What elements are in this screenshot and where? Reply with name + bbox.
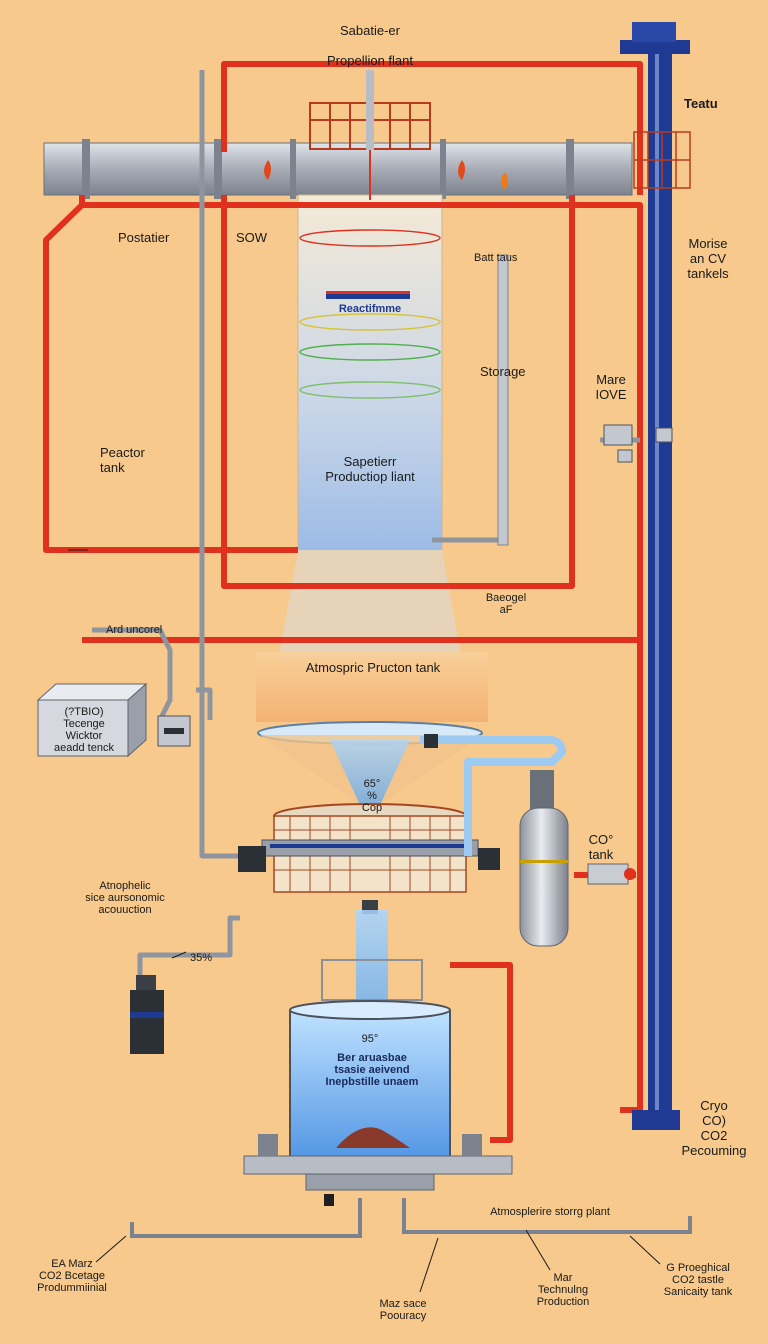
flame-icon [264, 160, 508, 190]
label-batt-taus: Batt taus [474, 252, 518, 264]
label-ea-mare: EA Marz CO2 Bcetage Prodummiinial [37, 1258, 107, 1294]
label-mare-iove: Mare IOVE [595, 372, 627, 402]
label-pct-95: 95° [361, 1033, 379, 1045]
tower-cone [278, 550, 462, 660]
label-water-text: Ber aruasbae tsasie aeivend Inepbstille … [325, 1052, 419, 1088]
label-pct-65: 65° % [363, 778, 381, 802]
reactor-tower [297, 194, 443, 551]
diagram-title: Sabatie-er Propellion flant [280, 8, 460, 68]
valve-top [424, 734, 438, 748]
label-cryo: Cryo CO) CO2 Pecouming [681, 1098, 747, 1158]
label-mar-technology: Mar Technulng Production [536, 1272, 590, 1308]
label-baeogel: Baeogel aF [485, 592, 527, 616]
pump-left [238, 846, 266, 872]
pump-right [478, 848, 500, 870]
title-line-2: Propellion flant [327, 53, 413, 68]
cold-pipe-network [620, 22, 690, 1130]
label-morise-tankels: Morise an CV tankels [687, 236, 729, 281]
label-peactor-tank: Peactor tank [100, 445, 145, 475]
label-storage: Storage [480, 364, 526, 379]
co2-tank [519, 770, 636, 947]
label-atmospheric-acquisition: Atnophelic sice aursonomic acouuction [85, 880, 165, 916]
label-tank-box: (?TBIO) Tecenge Wicktor aeadd tenck [54, 706, 114, 754]
leader-lines [68, 549, 661, 1293]
label-reaction-plate: Reactifmme [338, 303, 402, 315]
label-teatu: Teatu [684, 96, 718, 111]
label-cop: Cop [361, 802, 383, 814]
co2-transfer-pipe [420, 736, 566, 856]
label-sabatier-production: Sapetierr Productiop liant [325, 454, 415, 484]
reactor-tank-box [36, 682, 148, 758]
label-atmospheric-storage-plant: Atmosplerire storrg plant [490, 1206, 610, 1218]
title-line-1: Sabatie-er [340, 23, 400, 38]
valve-cluster [603, 424, 673, 463]
filter-basket [261, 803, 479, 893]
sensor-canister [130, 975, 164, 1054]
control-valve [157, 715, 191, 747]
ground-pipes [130, 1198, 692, 1238]
label-sow: SOW [236, 230, 268, 245]
label-ard-uncorel: Ard uncorel [106, 624, 163, 636]
header-cage-right [633, 131, 691, 189]
reaction-plate [326, 291, 410, 299]
atmospheric-production-band [256, 652, 488, 722]
label-postatier: Postatier [118, 230, 170, 245]
label-geophysical: G Proeghical CO2 tastle Sanicaity tank [663, 1262, 733, 1298]
label-co2-tank: CO° tank [588, 832, 614, 862]
main-header-pipe [43, 142, 633, 196]
label-atmospheric-production-tank: Atmospric Pructon tank [305, 660, 441, 675]
water-storage-tank [243, 959, 513, 1206]
label-pct-35: 35% [190, 952, 213, 964]
label-maz-sace: Maz sace Poouracy [379, 1298, 427, 1322]
